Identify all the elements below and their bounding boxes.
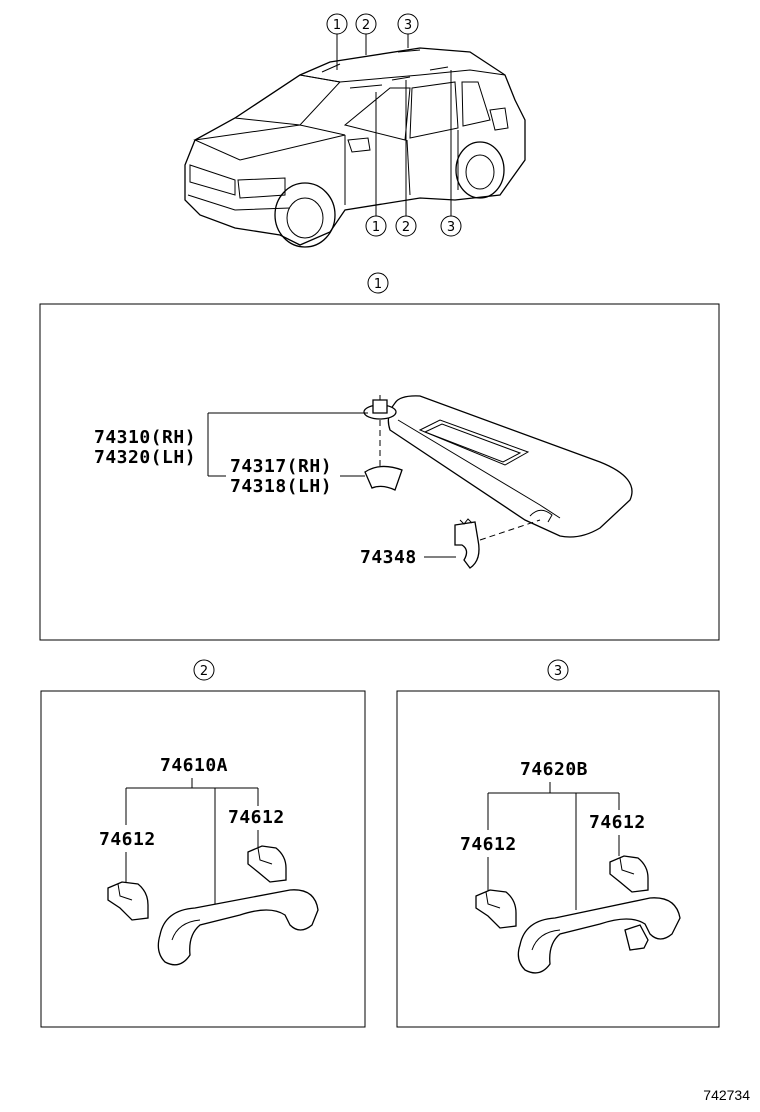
assist-grip-handle-b xyxy=(517,897,681,974)
grip-cover-left-a xyxy=(107,881,149,921)
svg-text:1: 1 xyxy=(374,277,382,292)
callout-top-3: 3 xyxy=(397,13,419,48)
sun-visor-assembly xyxy=(363,395,633,538)
callout-bottom-3: 3 xyxy=(440,70,462,237)
svg-text:2: 2 xyxy=(402,220,410,235)
panel-2-callout: 2 xyxy=(193,659,215,681)
assist-grip-handle-a xyxy=(157,889,319,966)
svg-text:3: 3 xyxy=(404,18,412,33)
part-number-74612-right: 74612 xyxy=(228,807,285,828)
visor-clip-part xyxy=(454,518,541,569)
callout-bottom-1: 1 xyxy=(365,92,387,237)
part-number-74318-lh: 74318(LH) xyxy=(230,476,332,497)
panel-2-frame xyxy=(40,690,366,1028)
svg-text:3: 3 xyxy=(447,220,455,235)
svg-text:1: 1 xyxy=(333,18,341,33)
part-number-74310-rh: 74310(RH) xyxy=(94,427,196,448)
vehicle-illustration xyxy=(184,47,526,248)
callout-top-2: 2 xyxy=(355,13,377,55)
grip-cover-right-a xyxy=(247,845,287,883)
panel-2-leaders xyxy=(125,778,259,905)
panel-3-leaders xyxy=(487,782,620,910)
figure-id: 742734 xyxy=(703,1087,750,1103)
callout-bottom-2: 2 xyxy=(395,80,417,237)
part-number-74348: 74348 xyxy=(360,547,417,568)
part-number-74612-right-b: 74612 xyxy=(589,812,646,833)
visor-holder-part xyxy=(364,420,403,491)
callout-top-1: 1 xyxy=(326,13,348,70)
panel-1-callout: 1 xyxy=(367,272,389,294)
grip-cover-right-b xyxy=(609,855,649,893)
part-number-74610a: 74610A xyxy=(160,755,228,776)
part-number-74612-left: 74612 xyxy=(99,829,156,850)
grip-cover-left-b xyxy=(475,889,517,929)
part-number-74317-rh: 74317(RH) xyxy=(230,456,332,477)
part-number-74620b: 74620B xyxy=(520,759,588,780)
part-number-74320-lh: 74320(LH) xyxy=(94,447,196,468)
svg-text:1: 1 xyxy=(372,220,380,235)
svg-text:2: 2 xyxy=(200,664,208,679)
part-number-74612-left-b: 74612 xyxy=(460,834,517,855)
svg-text:2: 2 xyxy=(362,18,370,33)
panel-1-frame xyxy=(39,303,720,641)
svg-text:3: 3 xyxy=(554,664,562,679)
panel-3-callout: 3 xyxy=(547,659,569,681)
panel-1-leaders xyxy=(207,412,456,558)
panel-3-frame xyxy=(396,690,720,1028)
